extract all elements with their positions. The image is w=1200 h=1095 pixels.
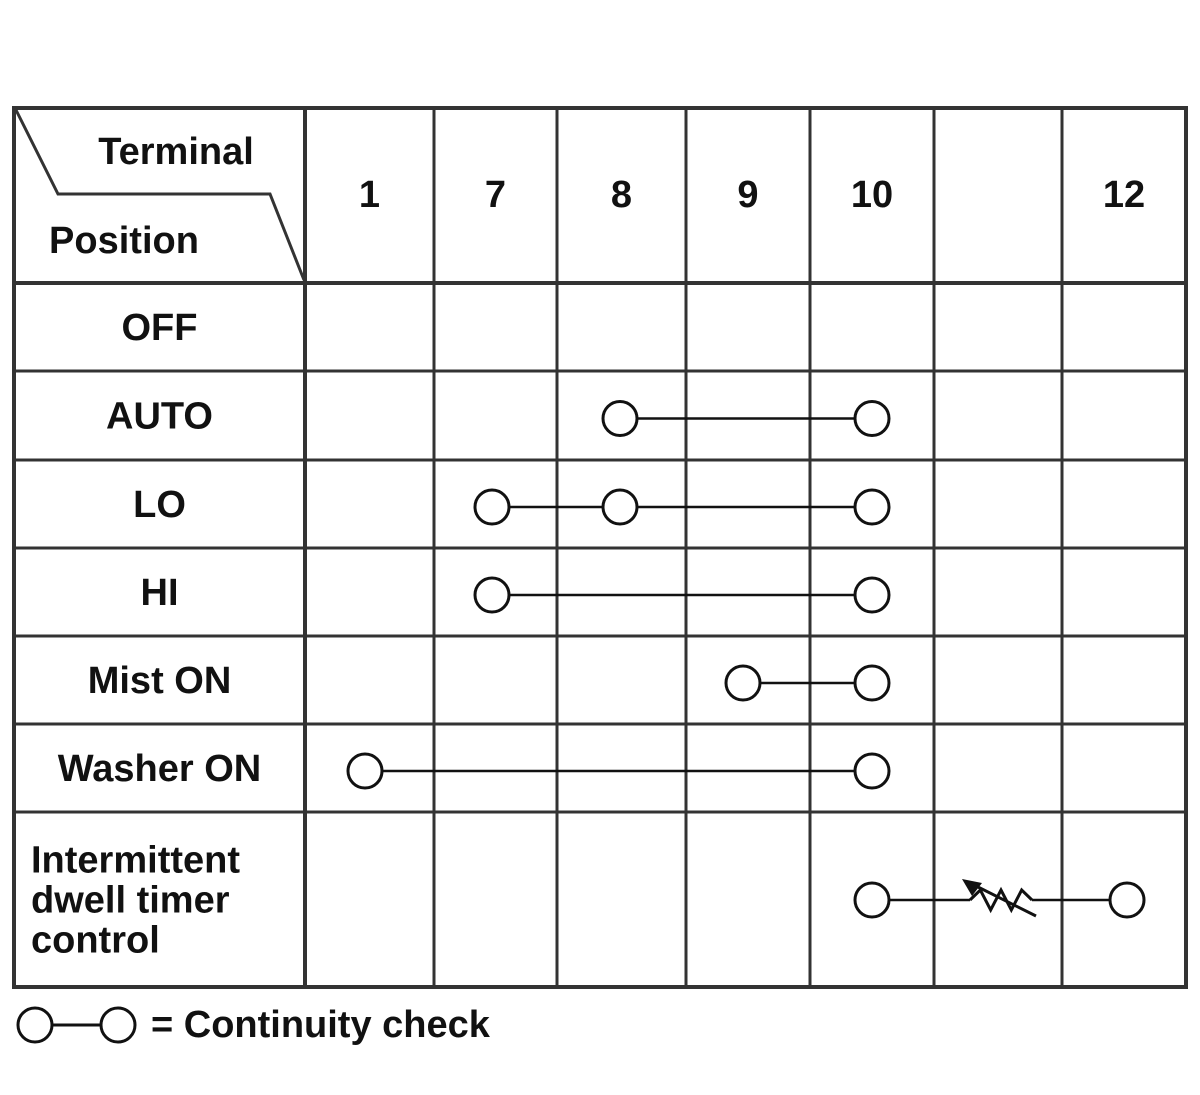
header-terminal-label: Terminal (98, 131, 254, 173)
terminal-node (853, 664, 891, 702)
terminal-node (473, 576, 511, 614)
terminal-number: 10 (851, 174, 893, 216)
terminal-header-row: 1 7 8 9 10 12 (359, 174, 1145, 216)
continuity-connection (473, 576, 891, 614)
header-diagonal-divider (14, 109, 306, 281)
terminal-node (853, 881, 891, 919)
terminal-node (473, 488, 511, 526)
terminal-number: 1 (359, 174, 380, 216)
header-corner-cell: Terminal Position (14, 109, 306, 281)
terminal-node (1108, 881, 1146, 919)
position-label: OFF (122, 307, 198, 349)
continuity-connection (473, 488, 891, 526)
continuity-symbol-icon (16, 1006, 137, 1044)
position-label: control (31, 920, 160, 962)
terminal-node (853, 752, 891, 790)
terminal-number: 9 (737, 174, 758, 216)
position-label: LO (133, 484, 186, 526)
terminal-node (853, 400, 891, 437)
terminal-node (853, 488, 891, 526)
position-label: AUTO (106, 396, 213, 438)
terminal-node (601, 488, 639, 526)
continuity-connection (346, 752, 891, 790)
terminal-number: 7 (485, 174, 506, 216)
table-grid (12, 106, 1188, 989)
position-label: HI (141, 572, 179, 614)
legend: = Continuity check (16, 1003, 490, 1047)
position-label: dwell timer (31, 880, 230, 922)
terminal-node (853, 576, 891, 614)
continuity-connection (601, 400, 891, 437)
legend-text: = Continuity check (151, 1003, 490, 1046)
terminal-number: 12 (1103, 174, 1145, 216)
position-labels: OFF AUTO LO HI Mist ON Washer ON Intermittentd… (31, 307, 261, 962)
position-label: Washer ON (58, 748, 261, 790)
terminal-node (346, 752, 384, 790)
continuity-connection (853, 879, 1146, 919)
position-label: Mist ON (88, 660, 232, 702)
header-position-label: Position (49, 220, 199, 262)
continuity-connections (346, 400, 1146, 919)
terminal-number: 8 (611, 174, 632, 216)
terminal-node (724, 664, 762, 702)
terminal-node (601, 400, 639, 437)
continuity-connection (724, 664, 891, 702)
position-label: Intermittent (31, 840, 240, 882)
variable-resistor-icon (962, 879, 1037, 918)
switch-continuity-table: Terminal Position 1 7 8 9 10 12 OFF AUTO LO HI Mi… (12, 106, 1188, 989)
